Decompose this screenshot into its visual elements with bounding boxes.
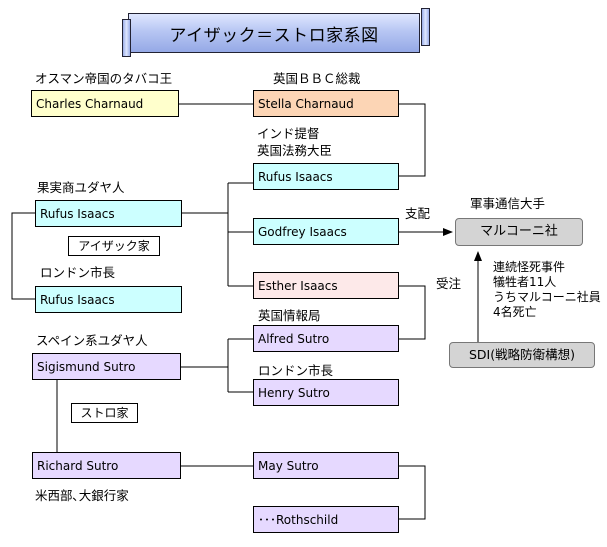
org-marconi: マルコーニ社 [455,218,583,246]
label-ottoman: オスマン帝国のタバコ王 [35,71,173,86]
label-deaths-4: 4名死亡 [493,305,537,319]
person-rufus-isaacs-fruit-merchant: Rufus Isaacs [35,200,182,227]
label-banker: 米西部､大銀行家 [35,488,129,503]
line-may-rothschild [399,465,426,520]
person-henry-sutro: Henry Sutro [253,379,399,406]
title-scroll-left-curl [122,19,131,57]
line-stella-rufus-admiral [397,103,426,177]
label-bbc: 英国ＢＢＣ総裁 [273,71,361,86]
person-godfrey-isaacs: Godfrey Isaacs [253,218,399,245]
org-sdi: SDI(戦略防衛構想) [449,342,595,368]
label-london-mayor-isaacs: ロンドン市長 [40,265,116,280]
label-deaths-2: 犠牲者11人 [493,275,557,289]
label-military-comms: 軍事通信大手 [470,196,546,211]
person-alfred-sutro: Alfred Sutro [253,325,399,352]
line-esther-alfred [399,285,426,340]
label-order-received: 受注 [436,276,462,291]
person-rufus-isaacs-admiral: Rufus Isaacs [253,163,399,190]
label-justice-minister: 英国法務大臣 [257,143,333,158]
label-control: 支配 [405,206,431,221]
label-spanish-jew: スペイン系ユダヤ人 [36,333,148,348]
title-scroll-right-curl [421,8,430,46]
person-charles-charnaud: Charles Charnaud [31,90,179,117]
line-rufus-fruit-rufus-mayor [11,212,35,300]
label-deaths-3: うちマルコーニ社員 [493,290,601,304]
title-banner [128,13,420,53]
label-british-intelligence: 英国情報局 [258,308,321,323]
person-may-sutro: May Sutro [253,452,399,479]
person-sigismund-sutro: Sigismund Sutro [32,353,181,380]
person-esther-isaacs: Esther Isaacs [253,272,399,299]
page-title: アイザック＝ストロ家系図 [169,25,379,46]
label-deaths-1: 連続怪死事件 [493,260,566,274]
label-isaac-house: アイザック家 [68,236,160,256]
person-rothschild: ･･･Rothschild [253,506,399,533]
label-india-admiral: インド提督 [257,126,320,141]
label-fruit-merchant: 果実商ユダヤ人 [37,180,125,195]
person-stella-charnaud: Stella Charnaud [253,90,399,117]
label-london-mayor-sutro: ロンドン市長 [258,363,334,378]
label-sutro-house: ストロ家 [71,403,138,423]
person-richard-sutro: Richard Sutro [32,452,181,479]
person-rufus-isaacs-london-mayor: Rufus Isaacs [35,286,182,313]
